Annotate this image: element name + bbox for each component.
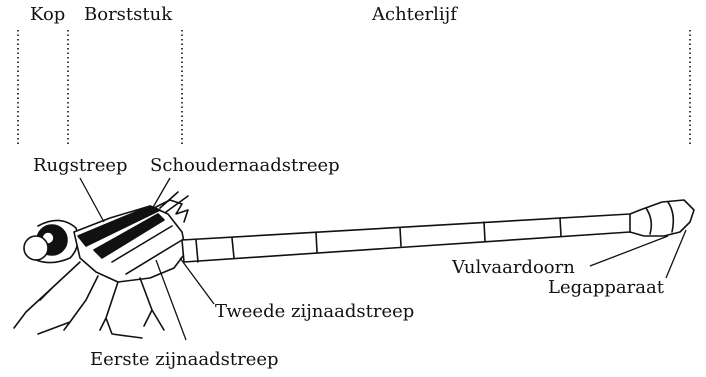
segment-dividers: [17, 30, 691, 145]
label-humeral-stripe: Schoudernaadstreep: [150, 155, 340, 176]
midleg: [37, 275, 99, 335]
leader-eerste-zijnaadstreep: [155, 259, 187, 341]
damselfly-body: [13, 191, 695, 339]
hindleg-2: [139, 277, 165, 331]
label-first-lateral-stripe: Eerste zijnaadstreep: [90, 349, 279, 370]
leader-legapparaat: [665, 229, 687, 279]
leader-lines: [79, 177, 687, 341]
abdomen-ring-3: [315, 231, 318, 253]
abdomen-ring-4: [399, 227, 402, 247]
hindleg: [99, 281, 143, 339]
segment-label-head: Kop: [30, 4, 66, 25]
abdomen-ring-1: [195, 239, 199, 263]
segment-label-abdomen: Achterlijf: [372, 4, 457, 25]
label-vulvar-spine: Vulvaardoorn: [452, 257, 575, 278]
abdomen-outline: [181, 199, 695, 263]
segment-label-thorax: Borststuk: [84, 4, 173, 25]
dorsal-stripe-band: [77, 205, 161, 247]
leader-vulvaardoorn: [589, 235, 669, 267]
lateral-suture: [111, 225, 173, 263]
leader-tweede-zijnaadstreep: [179, 257, 215, 305]
leader-rugstreep: [79, 177, 105, 223]
foreleg: [13, 261, 81, 329]
abdomen-ring-6: [559, 217, 562, 237]
abdomen-ring-5: [483, 221, 486, 242]
abdomen-tip-detail: [645, 201, 675, 235]
label-dorsal-stripe: Rugstreep: [33, 155, 128, 176]
humeral-stripe-band: [93, 213, 165, 259]
label-ovipositor: Legapparaat: [548, 277, 664, 298]
leader-schoudernaadstreep: [147, 177, 171, 217]
wing-base-2: [159, 191, 189, 213]
label-second-lateral-stripe: Tweede zijnaadstreep: [215, 301, 415, 322]
abdomen-ring-2: [231, 237, 235, 259]
head-front: [23, 235, 49, 261]
lateral-suture-2: [125, 239, 183, 275]
